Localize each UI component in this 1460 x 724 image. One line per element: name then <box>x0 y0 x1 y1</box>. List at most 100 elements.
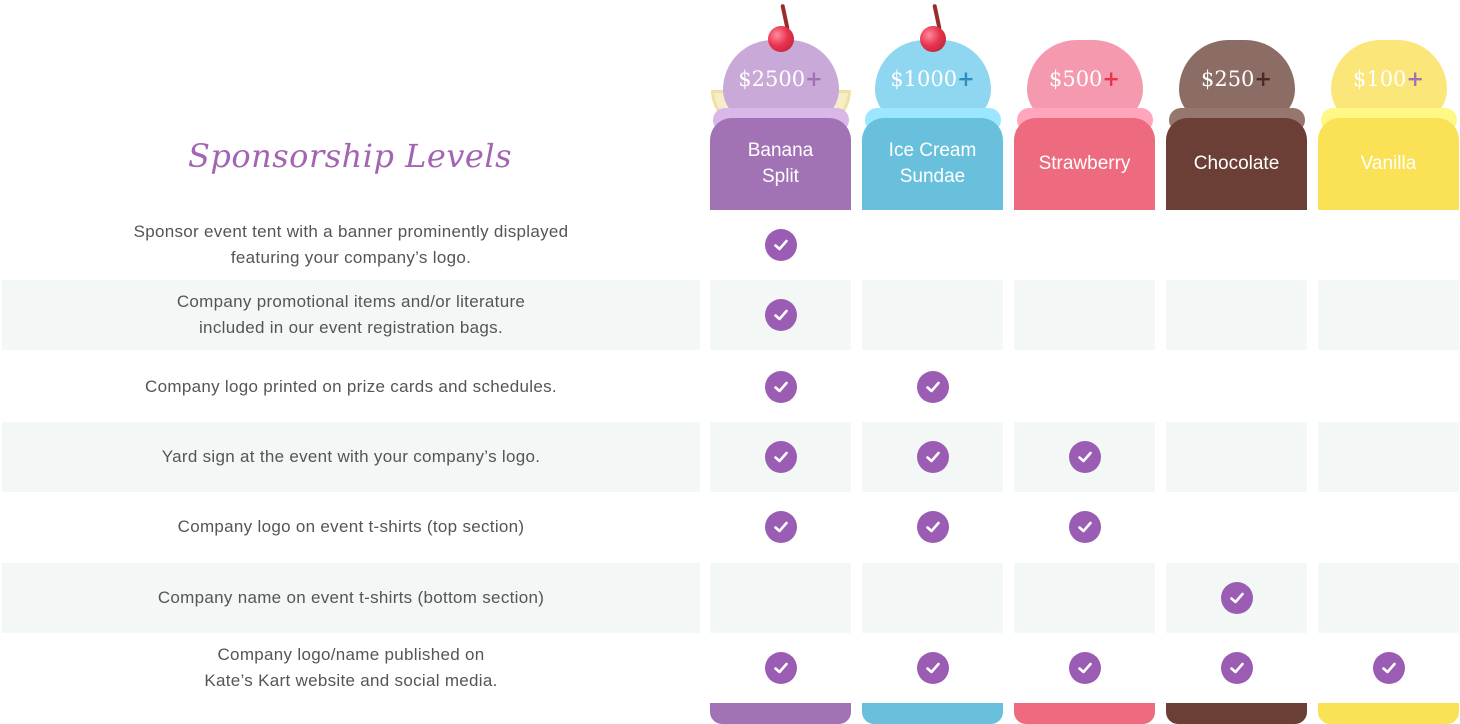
level-cell <box>1318 280 1459 350</box>
checkmark-icon <box>764 511 797 543</box>
level-column-0: $2500+ Banana Split <box>710 0 851 210</box>
ice-cream-scoop-icon <box>1178 40 1295 122</box>
level-cell <box>1014 492 1155 562</box>
checkmark-icon <box>764 299 797 331</box>
table-row: Sponsor event tent with a banner promine… <box>0 210 1460 280</box>
level-cell <box>710 352 851 422</box>
level-cell <box>862 280 1003 350</box>
ice-cream-scoop-icon <box>1330 40 1447 122</box>
level-price-plus: + <box>1406 66 1425 91</box>
table-row: Company name on event t-shirts (bottom s… <box>0 563 1460 633</box>
level-cell <box>1318 492 1459 562</box>
level-name: Strawberry <box>1014 118 1155 210</box>
level-cell <box>1014 352 1155 422</box>
level-cell <box>1318 563 1459 633</box>
level-name: Ice Cream Sundae <box>862 118 1003 210</box>
checkmark-icon <box>916 511 949 543</box>
level-cell <box>710 210 851 280</box>
level-column-footer <box>1318 703 1459 724</box>
checkmark-icon <box>916 371 949 403</box>
level-cell <box>710 280 851 350</box>
level-cell <box>862 492 1003 562</box>
level-price-value: $250 <box>1200 67 1255 91</box>
level-cell <box>1166 633 1307 703</box>
benefit-text: Company promotional items and/or literat… <box>2 280 700 350</box>
level-cell <box>1014 633 1155 703</box>
ice-cream-scoop-icon <box>874 40 991 122</box>
benefit-text: Yard sign at the event with your company… <box>2 422 700 492</box>
level-column-4: $100+ Vanilla <box>1318 0 1459 210</box>
level-cell <box>710 633 851 703</box>
level-cell <box>1166 352 1307 422</box>
cherry-icon <box>919 26 946 52</box>
level-cell <box>1166 280 1307 350</box>
checkmark-icon <box>1220 652 1253 684</box>
level-cell <box>862 422 1003 492</box>
level-cell <box>710 422 851 492</box>
level-cell <box>1014 563 1155 633</box>
level-price-value: $1000 <box>890 67 958 91</box>
checkmark-icon <box>916 652 949 684</box>
level-column-footer <box>710 703 851 724</box>
benefit-text: Company logo printed on prize cards and … <box>145 376 557 396</box>
benefit-text: Company name on event t-shirts (bottom s… <box>2 563 700 633</box>
level-column-footer <box>1014 703 1155 724</box>
level-cell <box>862 633 1003 703</box>
level-price-value: $100 <box>1352 67 1407 91</box>
level-cell <box>862 352 1003 422</box>
level-price-plus: + <box>1254 66 1273 91</box>
level-price-plus: + <box>805 66 823 91</box>
level-cell <box>1166 422 1307 492</box>
level-cell <box>1166 210 1307 280</box>
level-cell <box>1014 210 1155 280</box>
level-cell <box>862 210 1003 280</box>
ice-cream-scoop-icon <box>1026 40 1143 122</box>
level-cell <box>1166 492 1307 562</box>
level-price-plus: + <box>1102 66 1121 91</box>
table-row: Company logo on event t-shirts (top sect… <box>0 492 1460 562</box>
benefit-text: Sponsor event tent with a banner promine… <box>133 221 569 267</box>
level-name: Chocolate <box>1166 118 1307 210</box>
level-cell <box>710 563 851 633</box>
level-price: $1000+ <box>862 66 1003 91</box>
checkmark-icon <box>764 371 797 403</box>
level-cell <box>1318 633 1459 703</box>
benefit-text: Company logo/name published on Kate’s Ka… <box>204 644 498 690</box>
checkmark-icon <box>1068 652 1101 684</box>
level-price: $2500+ <box>710 66 851 91</box>
level-name: Banana Split <box>710 118 851 210</box>
table-row: Company promotional items and/or literat… <box>0 280 1460 350</box>
level-cell <box>1014 280 1155 350</box>
level-cell <box>862 563 1003 633</box>
level-name: Vanilla <box>1318 118 1459 210</box>
level-price-value: $2500 <box>738 67 806 91</box>
level-column-3: $250+ Chocolate <box>1166 0 1307 210</box>
level-cell <box>1318 210 1459 280</box>
table-row: Company logo printed on prize cards and … <box>0 352 1460 422</box>
level-price: $500+ <box>1014 66 1155 91</box>
level-price-value: $500 <box>1048 67 1103 91</box>
level-column-1: $1000+ Ice Cream Sundae <box>862 0 1003 210</box>
level-cell <box>710 492 851 562</box>
level-column-2: $500+ Strawberry <box>1014 0 1155 210</box>
checkmark-icon <box>1372 652 1405 684</box>
checkmark-icon <box>1068 511 1101 543</box>
level-price-plus: + <box>957 66 975 91</box>
table-row: Company logo/name published on Kate’s Ka… <box>0 633 1460 703</box>
checkmark-icon <box>1068 441 1101 473</box>
level-cell <box>1318 422 1459 492</box>
cherry-icon <box>767 26 794 52</box>
checkmark-icon <box>764 652 797 684</box>
table-row: Yard sign at the event with your company… <box>0 422 1460 492</box>
level-cell <box>1318 352 1459 422</box>
level-column-footer <box>1166 703 1307 724</box>
level-price: $250+ <box>1166 66 1307 91</box>
level-cell <box>1166 563 1307 633</box>
checkmark-icon <box>916 441 949 473</box>
level-price: $100+ <box>1318 66 1459 91</box>
level-column-footer <box>862 703 1003 724</box>
benefit-text: Company logo on event t-shirts (top sect… <box>177 516 525 536</box>
checkmark-icon <box>764 441 797 473</box>
ice-cream-scoop-icon <box>722 40 839 122</box>
checkmark-icon <box>1220 582 1253 614</box>
